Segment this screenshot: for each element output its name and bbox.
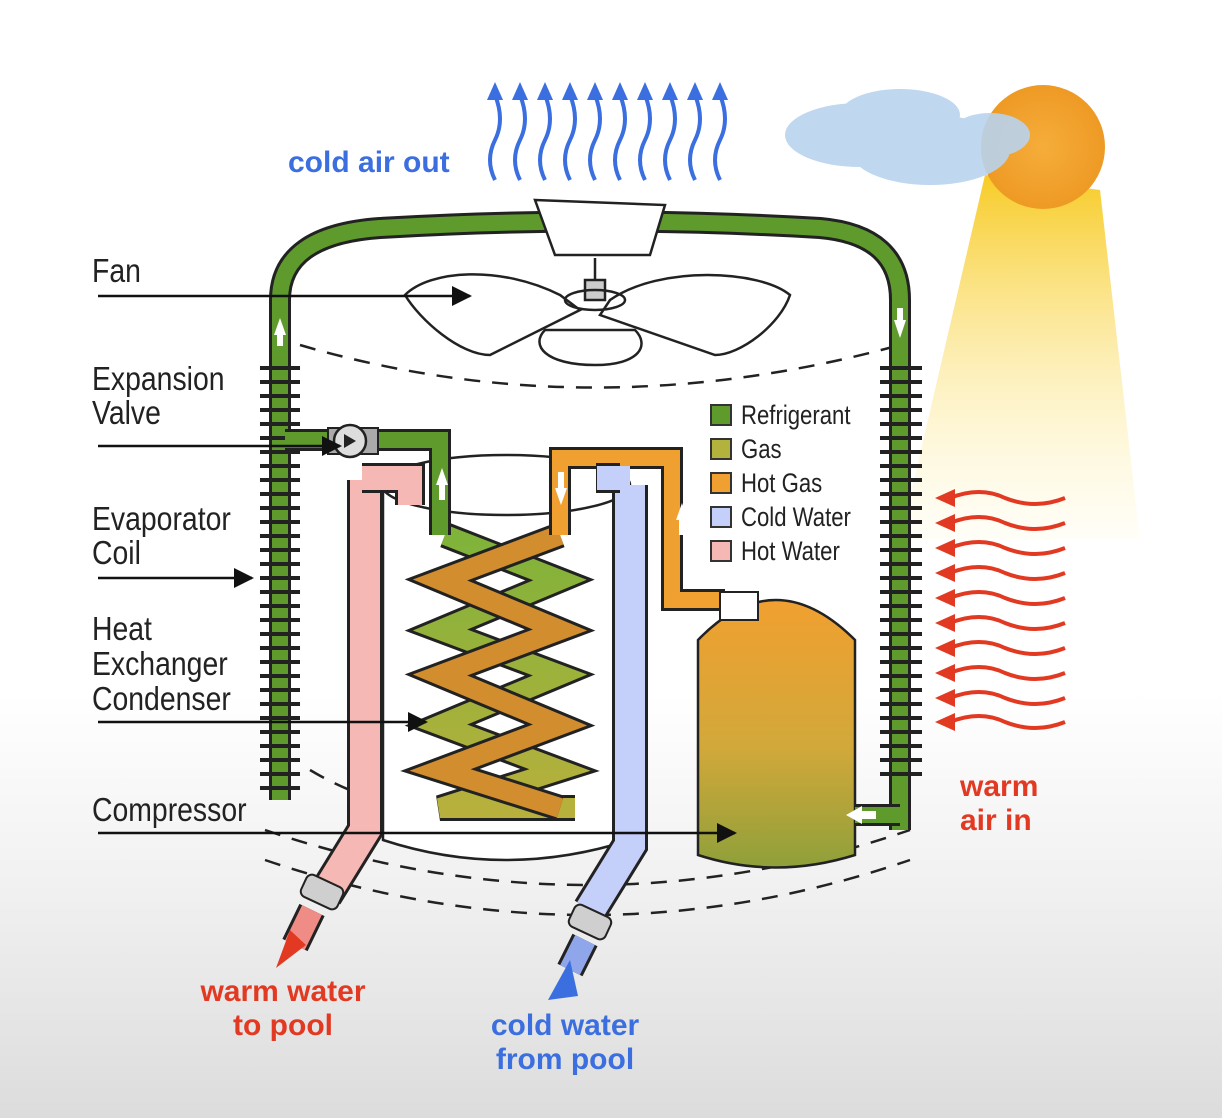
refrigerant-flow-arrows bbox=[274, 243, 906, 346]
warm-air-in-label: warm air in bbox=[960, 770, 1038, 838]
cold-air-arrowheads bbox=[487, 82, 728, 100]
legend-label-hot-gas: Hot Gas bbox=[741, 468, 823, 498]
legend-swatch-cold-water bbox=[710, 506, 732, 528]
heat-exchanger-label-1: Heat bbox=[92, 610, 152, 647]
compressor-label: Compressor bbox=[92, 791, 247, 828]
expansion-valve-label-2: Valve bbox=[92, 394, 161, 431]
fan-label: Fan bbox=[92, 252, 141, 289]
legend-swatch-hot-gas bbox=[710, 472, 732, 494]
cloud bbox=[785, 89, 1030, 185]
legend-label-gas: Gas bbox=[741, 434, 782, 464]
warm-air-arrowheads bbox=[935, 489, 955, 731]
evaporator-coil-label-2: Coil bbox=[92, 534, 141, 571]
warm-water-line-2: to pool bbox=[233, 1009, 333, 1042]
expansion-valve-label-1: Expansion bbox=[92, 360, 225, 397]
expansion-valve bbox=[327, 423, 379, 459]
sun bbox=[900, 85, 1140, 540]
hot-water-fitting bbox=[299, 873, 345, 911]
evaporator-coil-label-1: Evaporator bbox=[92, 500, 231, 537]
legend-swatch-hot-water bbox=[710, 540, 732, 562]
legend-swatch-refrigerant bbox=[710, 404, 732, 426]
cold-air-out-label: cold air out bbox=[288, 146, 450, 179]
cold-air-out-arrows bbox=[488, 94, 727, 181]
legend-label-hot-water: Hot Water bbox=[741, 536, 840, 566]
compressor bbox=[696, 591, 900, 869]
warm-water-out-arrow bbox=[276, 930, 306, 968]
pipe-flow-arrows bbox=[436, 468, 688, 535]
pointer-arrows bbox=[98, 286, 737, 843]
legend-swatch-gas bbox=[710, 438, 732, 460]
warm-air-in-line-2: air in bbox=[960, 804, 1032, 837]
cold-water-fitting bbox=[567, 903, 613, 941]
heat-exchanger-label-2: Exchanger bbox=[92, 645, 228, 682]
legend-label-cold-water: Cold Water bbox=[741, 502, 851, 532]
warm-water-line-1: warm water bbox=[200, 975, 366, 1008]
cold-water-line-1: cold water bbox=[490, 1009, 640, 1042]
legend-label-refrigerant: Refrigerant bbox=[741, 400, 851, 430]
cold-water-from-pool-label: cold water from pool bbox=[480, 1009, 650, 1077]
fan bbox=[403, 198, 792, 367]
cold-water-in-arrow bbox=[548, 960, 578, 1000]
warm-water-to-pool-label: warm water to pool bbox=[188, 975, 378, 1043]
condenser-coil bbox=[400, 522, 600, 821]
cold-water-line-2: from pool bbox=[495, 1043, 635, 1076]
warm-air-in-line-1: warm bbox=[960, 770, 1039, 803]
heat-exchanger-label-3: Condenser bbox=[92, 680, 231, 717]
evaporator-coil bbox=[260, 366, 922, 790]
warm-air-in-arrows bbox=[949, 490, 1066, 730]
